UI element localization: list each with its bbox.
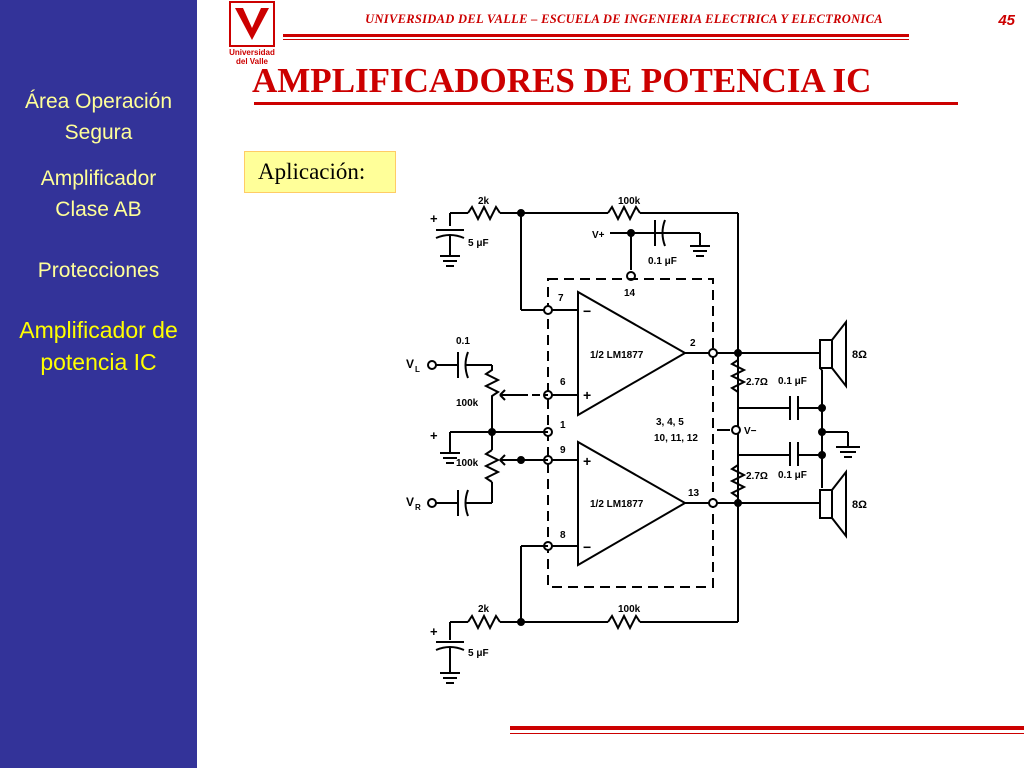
label-plus-top-amp: + — [583, 387, 591, 403]
label-plus-bottom: + — [430, 624, 438, 639]
label-r-top-left: 2k — [478, 196, 490, 207]
footer-divider — [510, 726, 1024, 730]
circuit-schematic-icon: 2k 100k + 5 μF V+ 0.1 μF 14 7 − 1/2 LM18… — [400, 190, 880, 705]
label-pin14: 14 — [624, 288, 636, 299]
logo-text-line2: del Valle — [236, 57, 269, 66]
label-plus-mid: + — [430, 428, 438, 443]
label-spk-bottom: 8Ω — [852, 499, 867, 511]
label-pins-ground-a: 3, 4, 5 — [656, 417, 684, 428]
label-r-zobel-bottom: 2.7Ω — [746, 471, 768, 482]
label-r-bot-left: 2k — [478, 604, 490, 615]
sidebar-item-label: potencia IC — [40, 349, 157, 375]
sidebar-item-label: Clase AB — [55, 198, 142, 221]
label-c-zobel-top: 0.1 μF — [778, 376, 807, 387]
label-r-zobel-top: 2.7Ω — [746, 377, 768, 388]
label-pin6: 6 — [560, 377, 566, 388]
label-vr-sub: R — [415, 503, 421, 512]
label-pin2: 2 — [690, 338, 696, 349]
page-title: AMPLIFICADORES DE POTENCIA IC — [252, 61, 872, 100]
sidebar-item-area-operacion[interactable]: Área Operación Segura — [0, 86, 197, 148]
label-pin7: 7 — [558, 293, 564, 304]
label-minus-bottom: − — [583, 539, 591, 555]
label-r-top-fb: 100k — [618, 196, 641, 207]
label-c-top-supply: 5 μF — [468, 238, 489, 249]
sidebar-item-label: Protecciones — [37, 259, 160, 282]
label-pin13: 13 — [688, 488, 700, 499]
label-plus-top: + — [430, 211, 438, 226]
sidebar-item-label: Amplificador de — [19, 317, 178, 343]
sidebar-item-label: Amplificador — [40, 167, 157, 190]
title-underline — [254, 102, 958, 105]
page-number: 45 — [998, 12, 1015, 29]
sidebar-item-amplificador-ic[interactable]: Amplificador de potencia IC — [0, 314, 197, 378]
sidebar-item-protecciones[interactable]: Protecciones — [0, 255, 197, 286]
label-opamp-bottom: 1/2 LM1877 — [590, 499, 644, 510]
label-c-bot-supply: 5 μF — [468, 648, 489, 659]
label-vl-sub: L — [415, 365, 420, 374]
label-pot-top: 100k — [456, 398, 479, 409]
application-label: Aplicación: — [244, 151, 396, 193]
label-minus-top: − — [583, 303, 591, 319]
label-c-zobel-bottom: 0.1 μF — [778, 470, 807, 481]
label-vl: V — [406, 357, 414, 371]
footer-divider-thin — [510, 733, 1024, 734]
label-pot-bottom: 100k — [456, 458, 479, 469]
sidebar: Área Operación Segura Amplificador Clase… — [0, 0, 197, 768]
sidebar-item-label: Área Operación — [24, 90, 173, 113]
university-logo: Universidad del Valle — [227, 0, 277, 70]
label-pins-ground-b: 10, 11, 12 — [654, 433, 698, 444]
label-r-bot-fb: 100k — [618, 604, 641, 615]
header-divider-thin — [283, 39, 909, 40]
label-vplus: V+ — [592, 230, 605, 241]
label-c-in-left: 0.1 — [456, 336, 470, 347]
sidebar-item-clase-ab[interactable]: Amplificador Clase AB — [0, 163, 197, 225]
label-vminus: V− — [744, 426, 757, 437]
label-plus-bottom-amp: + — [583, 453, 591, 469]
label-pin9: 9 — [560, 445, 566, 456]
label-opamp-top: 1/2 LM1877 — [590, 350, 644, 361]
label-pin8: 8 — [560, 530, 566, 541]
label-c-bypass: 0.1 μF — [648, 256, 677, 267]
label-spk-top: 8Ω — [852, 349, 867, 361]
label-vr: V — [406, 495, 414, 509]
header-divider — [283, 34, 909, 37]
label-pin1: 1 — [560, 420, 566, 431]
header-institution: UNIVERSIDAD DEL VALLE – ESCUELA DE INGEN… — [365, 12, 883, 26]
sidebar-item-label: Segura — [64, 121, 133, 144]
logo-text-line1: Universidad — [229, 48, 275, 57]
